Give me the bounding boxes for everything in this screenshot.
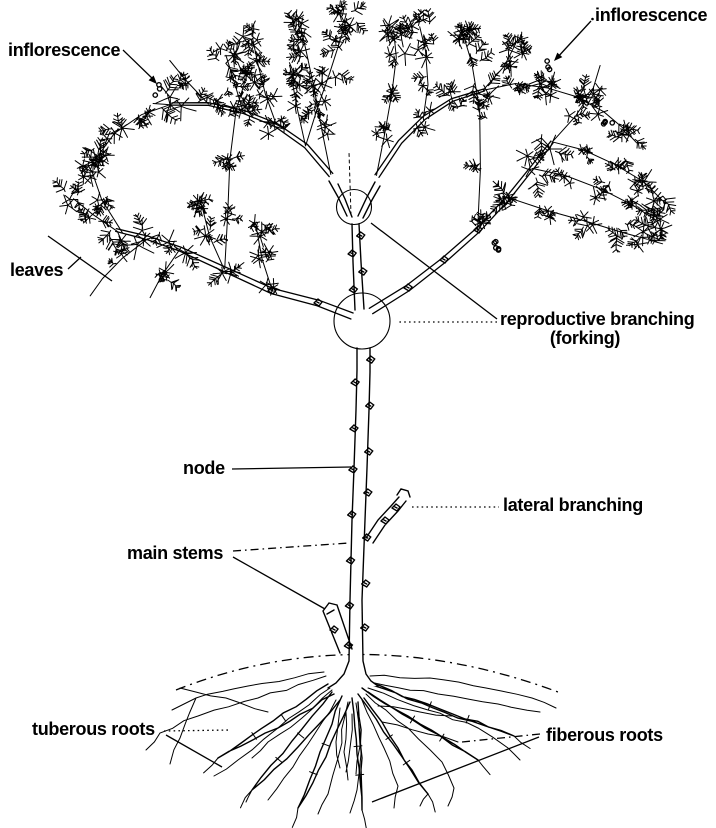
canopy-foliage xyxy=(52,0,677,320)
fork-highlight-circle-upper xyxy=(335,188,373,226)
label-lateral-branching: lateral branching xyxy=(503,495,643,515)
arrowhead-inflorescence-right xyxy=(554,52,563,61)
leader-leaves-tick xyxy=(67,256,82,270)
label-reproductive-branching: reproductive branching (forking) xyxy=(500,310,716,348)
fork-highlight-circle-lower xyxy=(333,292,391,350)
label-reproductive-branching-line1: reproductive branching xyxy=(500,309,695,329)
leader-dot-inflorescence-right xyxy=(591,17,594,21)
root-system xyxy=(145,671,557,828)
label-inflorescence-right: inflorescence xyxy=(595,5,708,25)
leader-fiberous-roots-lower xyxy=(371,736,540,803)
stem-structure xyxy=(267,151,483,689)
leader-node xyxy=(231,466,352,470)
leader-tuberous-roots-upper xyxy=(163,729,232,732)
label-inflorescence-left: inflorescence xyxy=(8,40,121,60)
label-tuberous-roots: tuberous roots xyxy=(32,719,155,739)
foliage-fine-strokes xyxy=(52,0,677,299)
leader-inflorescence-right xyxy=(555,20,592,60)
leader-leaves-bracket xyxy=(47,235,113,282)
label-reproductive-branching-line2: (forking) xyxy=(549,328,621,348)
leader-inflorescence-left xyxy=(122,49,156,82)
label-leaves: leaves xyxy=(10,260,64,280)
leader-fiberous-roots-upper xyxy=(461,733,541,743)
fiberous-roots-strokes xyxy=(145,671,557,828)
leader-lines xyxy=(47,17,594,803)
leader-main-stems-upper xyxy=(232,542,350,552)
stem-outlines xyxy=(267,180,483,689)
fork-axis-dashed xyxy=(348,151,352,216)
label-fiberous-roots: fiberous roots xyxy=(546,725,663,745)
leader-reproductive-branching-upper xyxy=(370,222,498,320)
arrowhead-inflorescence-left xyxy=(148,75,157,84)
label-node: node xyxy=(183,458,225,478)
branch-strokes xyxy=(115,26,616,320)
label-main-stems: main stems xyxy=(127,543,224,563)
leader-main-stems-lower xyxy=(232,556,326,610)
tuberous-roots-strokes xyxy=(217,681,515,811)
leader-tuberous-roots-lower xyxy=(165,734,223,768)
